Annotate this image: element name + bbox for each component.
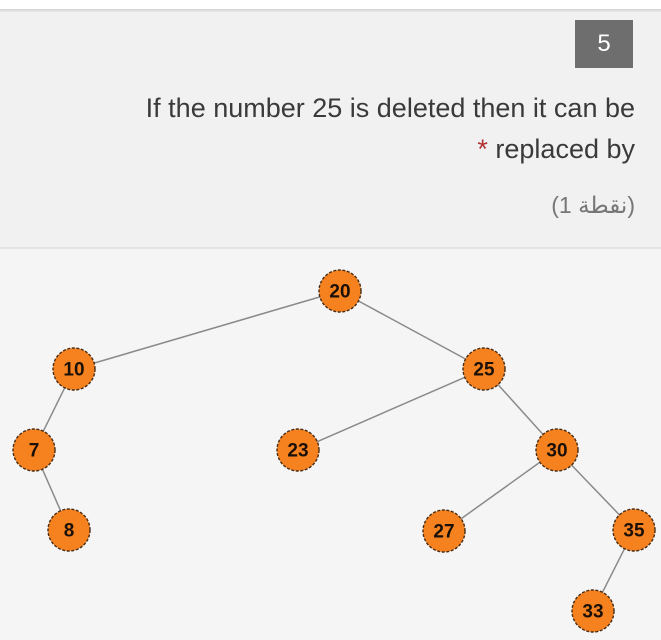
tree-node-label-7: 7 <box>29 441 40 462</box>
required-marker: * <box>477 134 488 164</box>
tree-node-circle-33 <box>571 589 615 633</box>
tree-edge-30-35 <box>570 463 621 517</box>
tree-node-33: 33 <box>571 589 615 633</box>
tree-node-label-8: 8 <box>64 521 75 542</box>
tree-node-circle-8 <box>47 508 91 552</box>
tree-node-label-23: 23 <box>287 441 308 462</box>
tree-edge-20-25 <box>357 299 467 361</box>
tree-node-25: 25 <box>462 347 506 391</box>
tree-edge-35-33 <box>601 547 626 594</box>
tree-node-35: 35 <box>612 508 656 552</box>
question-text-line2-body: replaced by <box>495 134 635 164</box>
tree-edge-25-30 <box>496 383 545 436</box>
tree-edge-7-8 <box>41 468 62 512</box>
tree-edge-10-7 <box>42 386 66 433</box>
top-divider <box>0 9 661 12</box>
question-number-badge: 5 <box>575 20 633 68</box>
tree-node-label-30: 30 <box>546 441 567 462</box>
tree-node-23: 23 <box>276 428 320 472</box>
tree-node-circle-25 <box>462 347 506 391</box>
tree-edges-layer <box>41 295 626 594</box>
question-text-line2: * replaced by <box>477 134 635 164</box>
tree-node-circle-7 <box>12 428 56 472</box>
top-white-strip <box>0 0 661 9</box>
tree-node-20: 20 <box>318 269 362 313</box>
tree-node-label-27: 27 <box>433 522 454 543</box>
tree-node-27: 27 <box>422 509 466 553</box>
tree-node-label-10: 10 <box>63 360 84 381</box>
question-text: If the number 25 is deleted then it can … <box>16 88 635 170</box>
tree-node-circle-10 <box>52 347 96 391</box>
tree-node-circle-20 <box>318 269 362 313</box>
tree-node-circle-30 <box>535 428 579 472</box>
tree-node-10: 10 <box>52 347 96 391</box>
tree-node-circle-23 <box>276 428 320 472</box>
tree-node-circle-27 <box>422 509 466 553</box>
tree-node-7: 7 <box>12 428 56 472</box>
tree-edge-25-23 <box>316 376 466 443</box>
tree-node-label-25: 25 <box>473 360 495 381</box>
tree-node-label-33: 33 <box>582 602 603 623</box>
question-points-label: (نقطة 1) <box>551 192 635 218</box>
tree-node-label-20: 20 <box>329 282 350 303</box>
tree-node-8: 8 <box>47 508 91 552</box>
tree-node-label-35: 35 <box>623 521 645 542</box>
tree-nodes-layer: 20 10 25 7 23 30 8 27 35 33 <box>12 269 656 633</box>
question-text-line1: If the number 25 is deleted then it can … <box>145 93 635 123</box>
diagram-top-divider <box>0 247 661 249</box>
question-block: 5 If the number 25 is deleted then it ca… <box>0 12 661 247</box>
bst-diagram: 20 10 25 7 23 30 8 27 35 33 <box>0 249 661 640</box>
tree-node-30: 30 <box>535 428 579 472</box>
binary-search-tree-svg: 20 10 25 7 23 30 8 27 35 33 <box>12 269 656 633</box>
tree-edge-20-10 <box>92 295 322 365</box>
tree-edge-30-27 <box>459 461 542 520</box>
tree-node-circle-35 <box>612 508 656 552</box>
